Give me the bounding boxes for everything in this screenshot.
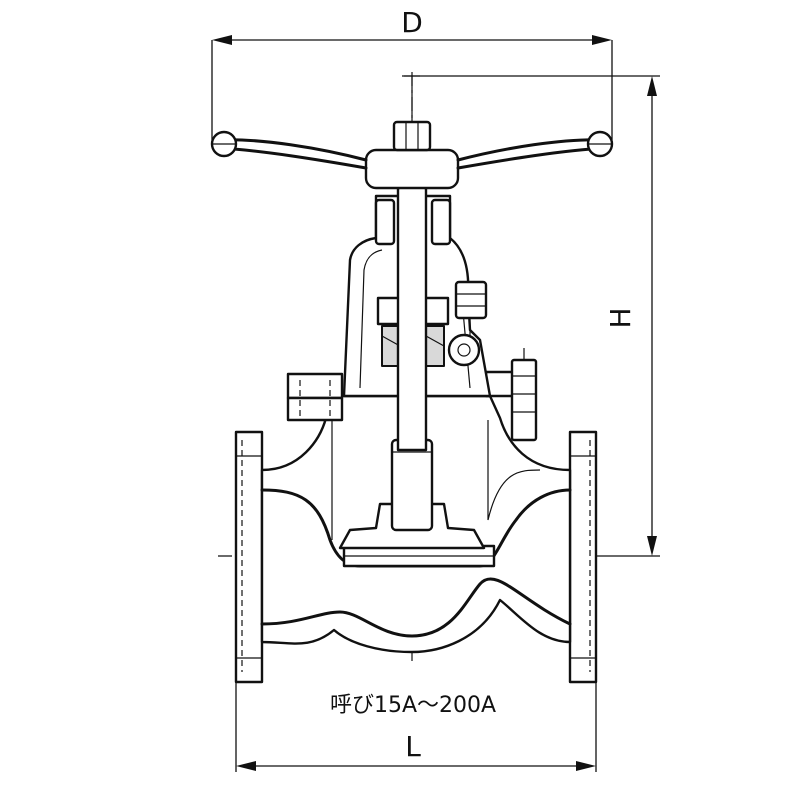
dimension-d-label: D (401, 6, 423, 39)
right-flange (568, 430, 598, 684)
left-flange (234, 430, 264, 684)
bonnet-bolt (510, 348, 538, 442)
side-indicator (447, 280, 488, 367)
dimension-l-label: L (405, 730, 421, 763)
dimension-h (402, 75, 660, 557)
size-range-note: 呼び15A～200A (330, 693, 496, 718)
valve-stem (396, 148, 428, 452)
valve-disc (338, 438, 486, 550)
handwheel (210, 75, 614, 190)
dimension-d (211, 35, 613, 140)
dimension-h-label: H (604, 307, 637, 328)
